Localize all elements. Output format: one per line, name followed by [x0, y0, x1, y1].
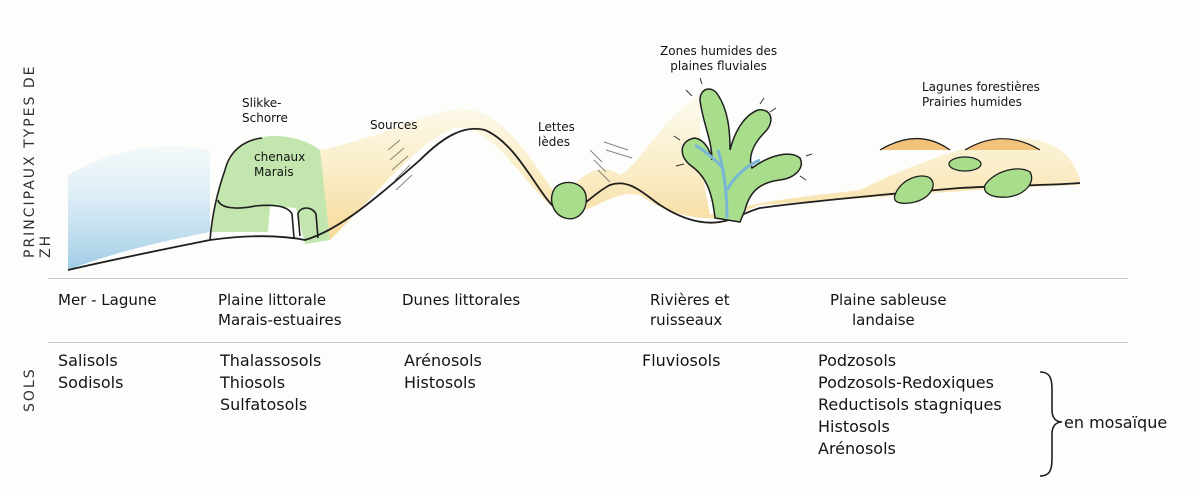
unit-line: ruisseaux: [650, 310, 730, 330]
soil-item: Histosols: [404, 372, 482, 394]
unit-line: Plaine sableuse: [830, 290, 947, 310]
soil-item: Sulfatosols: [220, 394, 321, 416]
label-slikke: Slikke-: [242, 96, 288, 111]
soil-item: Fluviosols: [642, 350, 720, 372]
unit-line: Marais-estuaires: [218, 310, 342, 330]
row-label-types-text: PRINCIPAUX TYPES DE ZH: [22, 65, 54, 258]
soil-item: Podzosols: [818, 350, 1002, 372]
lette-blob: [552, 182, 587, 218]
label-lagunes-prairies: Lagunes forestières Prairies humides: [922, 80, 1040, 110]
soils-mer-lagune: Salisols Sodisols: [58, 350, 123, 394]
label-ledes: lèdes: [538, 135, 575, 150]
soils-plaine-littorale: Thalassosols Thiosols Sulfatosols: [220, 350, 321, 416]
soil-item: Salisols: [58, 350, 123, 372]
pond-1: [949, 157, 981, 171]
unit-line: Dunes littorales: [402, 290, 520, 310]
lagoon-mound-1: [880, 139, 950, 150]
row-label-types: PRINCIPAUX TYPES DE ZH: [22, 58, 54, 258]
label-chenaux: chenaux: [254, 150, 305, 165]
unit-line: Mer - Lagune: [58, 290, 157, 310]
unit-rivieres-ruisseaux: Rivières et ruisseaux: [650, 290, 730, 330]
unit-plaine-sableuse: Plaine sableuse landaise: [830, 290, 947, 330]
label-zones-humides: Zones humides des plaines fluviales: [660, 44, 777, 74]
mosaic-note-text: en mosaïque: [1064, 413, 1167, 432]
row-label-sols-text: SOLS: [22, 367, 38, 412]
unit-line: landaise: [830, 310, 947, 330]
mosaic-note: en mosaïque: [1064, 412, 1167, 434]
soil-item: Arénosols: [818, 438, 1002, 460]
soil-item: Thalassosols: [220, 350, 321, 372]
label-lettes: Lettes: [538, 120, 575, 135]
separator-line-1: [48, 278, 1128, 279]
label-zones-humides-1: Zones humides des: [660, 44, 777, 59]
unit-mer-lagune: Mer - Lagune: [58, 290, 157, 310]
soils-dunes: Arénosols Histosols: [404, 350, 482, 394]
soil-item: Thiosols: [220, 372, 321, 394]
label-zones-humides-2: plaines fluviales: [660, 59, 777, 74]
sea-area: [68, 146, 210, 270]
soil-item: Arénosols: [404, 350, 482, 372]
soil-item: Reductisols stagniques: [818, 394, 1002, 416]
label-sources: Sources: [370, 118, 417, 133]
label-chenaux-marais: chenaux Marais: [254, 150, 305, 180]
label-prairies: Prairies humides: [922, 95, 1040, 110]
label-lettes-ledes: Lettes lèdes: [538, 120, 575, 150]
mosaic-bracket: [1040, 372, 1062, 476]
soil-item: Podzosols-Redoxiques: [818, 372, 1002, 394]
label-sources-text: Sources: [370, 118, 417, 133]
soils-rivieres: Fluviosols: [642, 350, 720, 372]
soils-plaine-sableuse: Podzosols Podzosols-Redoxiques Reductiso…: [818, 350, 1002, 460]
soil-item: Sodisols: [58, 372, 123, 394]
label-slikke-schorre: Slikke- Schorre: [242, 96, 288, 126]
label-lagunes: Lagunes forestières: [922, 80, 1040, 95]
row-label-sols: SOLS: [22, 332, 38, 412]
unit-dunes-littorales: Dunes littorales: [402, 290, 520, 310]
label-marais: Marais: [254, 165, 305, 180]
separator-line-2: [48, 342, 1128, 343]
unit-line: Plaine littorale: [218, 290, 342, 310]
soil-item: Histosols: [818, 416, 1002, 438]
label-schorre: Schorre: [242, 111, 288, 126]
unit-line: Rivières et: [650, 290, 730, 310]
unit-plaine-littorale: Plaine littorale Marais-estuaires: [218, 290, 342, 330]
